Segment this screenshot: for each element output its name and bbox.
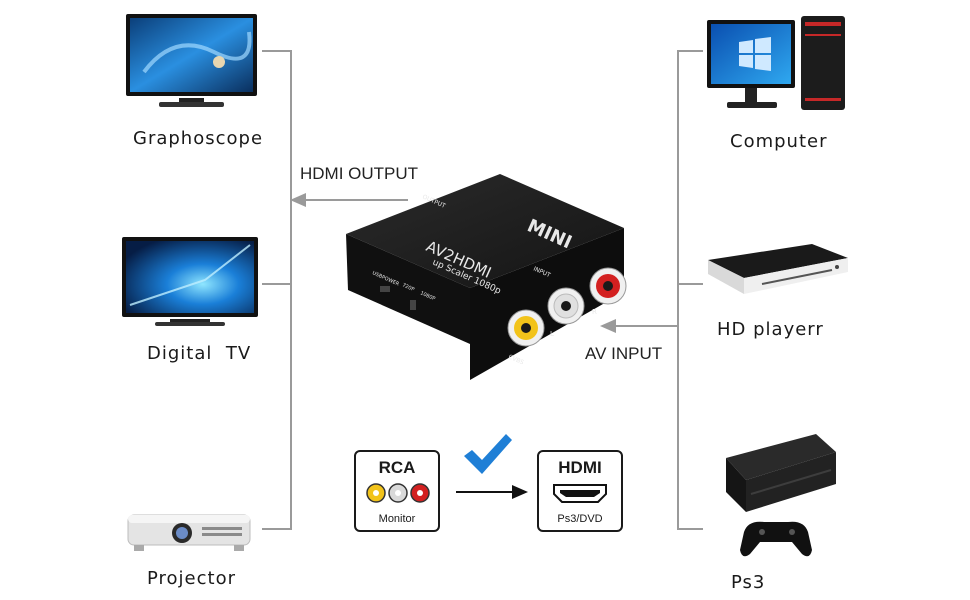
device-label-ps3: Ps3 [731, 572, 765, 593]
rca-monitor-badge: RCA Monitor [354, 450, 440, 532]
left-bracket-bottom [262, 528, 292, 530]
desktop-computer-icon [705, 14, 850, 114]
right-bracket-top [677, 50, 703, 52]
device-label-hd-player: HD playerr [717, 319, 824, 340]
device-label-projector: Projector [147, 568, 236, 589]
right-bracket-bottom [677, 528, 703, 530]
dvd-player-icon [702, 238, 852, 300]
device-label-digital-tv: Digital TV [147, 343, 251, 364]
jack-label-l: L [550, 330, 554, 338]
game-console-icon [716, 428, 841, 568]
device-label-graphoscope: Graphoscope [133, 128, 263, 149]
hdmi-badge-subtitle: Ps3/DVD [539, 513, 621, 525]
hdmi-ps3-dvd-badge: HDMI Ps3/DVD [537, 450, 623, 532]
hdmi-connector-icon [550, 482, 610, 504]
rca-jack-yellow [508, 310, 544, 346]
checkmark-icon [462, 432, 514, 478]
left-bracket-vertical [290, 50, 292, 530]
right-bracket-vertical [677, 50, 679, 530]
hdmi-badge-title: HDMI [539, 458, 621, 478]
right-bracket-middle [677, 283, 703, 285]
rca-connectors-icon [362, 482, 432, 504]
jack-label-r: R [592, 308, 597, 316]
digital-tv-icon [120, 235, 260, 330]
projector-icon [124, 505, 254, 555]
av2hdmi-converter-box: MINI AV2HDMI up Scaler 1080p OUTPUT INPU… [340, 168, 630, 390]
left-bracket-middle [262, 283, 292, 285]
graphoscope-tv-icon [124, 12, 259, 112]
rca-badge-subtitle: Monitor [356, 513, 438, 525]
rca-badge-title: RCA [356, 458, 438, 478]
left-bracket-top [262, 50, 292, 52]
device-label-computer: Computer [730, 131, 827, 152]
conversion-arrow [456, 484, 528, 500]
rca-jack-white [548, 288, 584, 324]
rca-jack-red [590, 268, 626, 304]
jack-label-cvbs: CVBS [507, 353, 525, 366]
